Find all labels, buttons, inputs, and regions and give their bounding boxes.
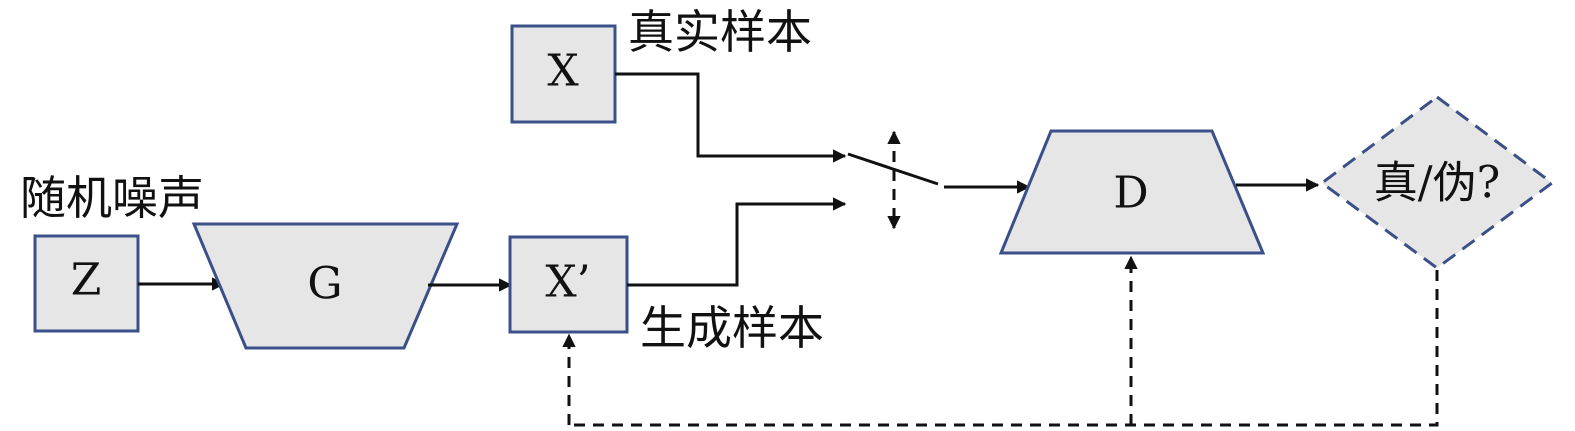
generated-label: 生成样本 [640, 301, 824, 355]
wire-xfake-to-switch [627, 197, 847, 287]
feedback-line [569, 270, 1439, 427]
x-real-node [510, 24, 617, 124]
x-fake-label: X’ [545, 257, 590, 308]
discriminator-node [998, 129, 1266, 255]
wire-xreal-to-switch [615, 72, 847, 163]
discriminator-label: D [1113, 168, 1148, 219]
z-node [33, 234, 140, 333]
x-real-label: X [547, 46, 579, 97]
noise-label: 随机噪声 [20, 171, 204, 225]
generator-node [191, 222, 460, 350]
decision-node [1319, 95, 1555, 270]
generator-label: G [307, 259, 342, 310]
real-label: 真实样本 [628, 5, 812, 59]
z-node-label: Z [71, 255, 102, 306]
decision-label: 真/伪? [1374, 158, 1500, 209]
